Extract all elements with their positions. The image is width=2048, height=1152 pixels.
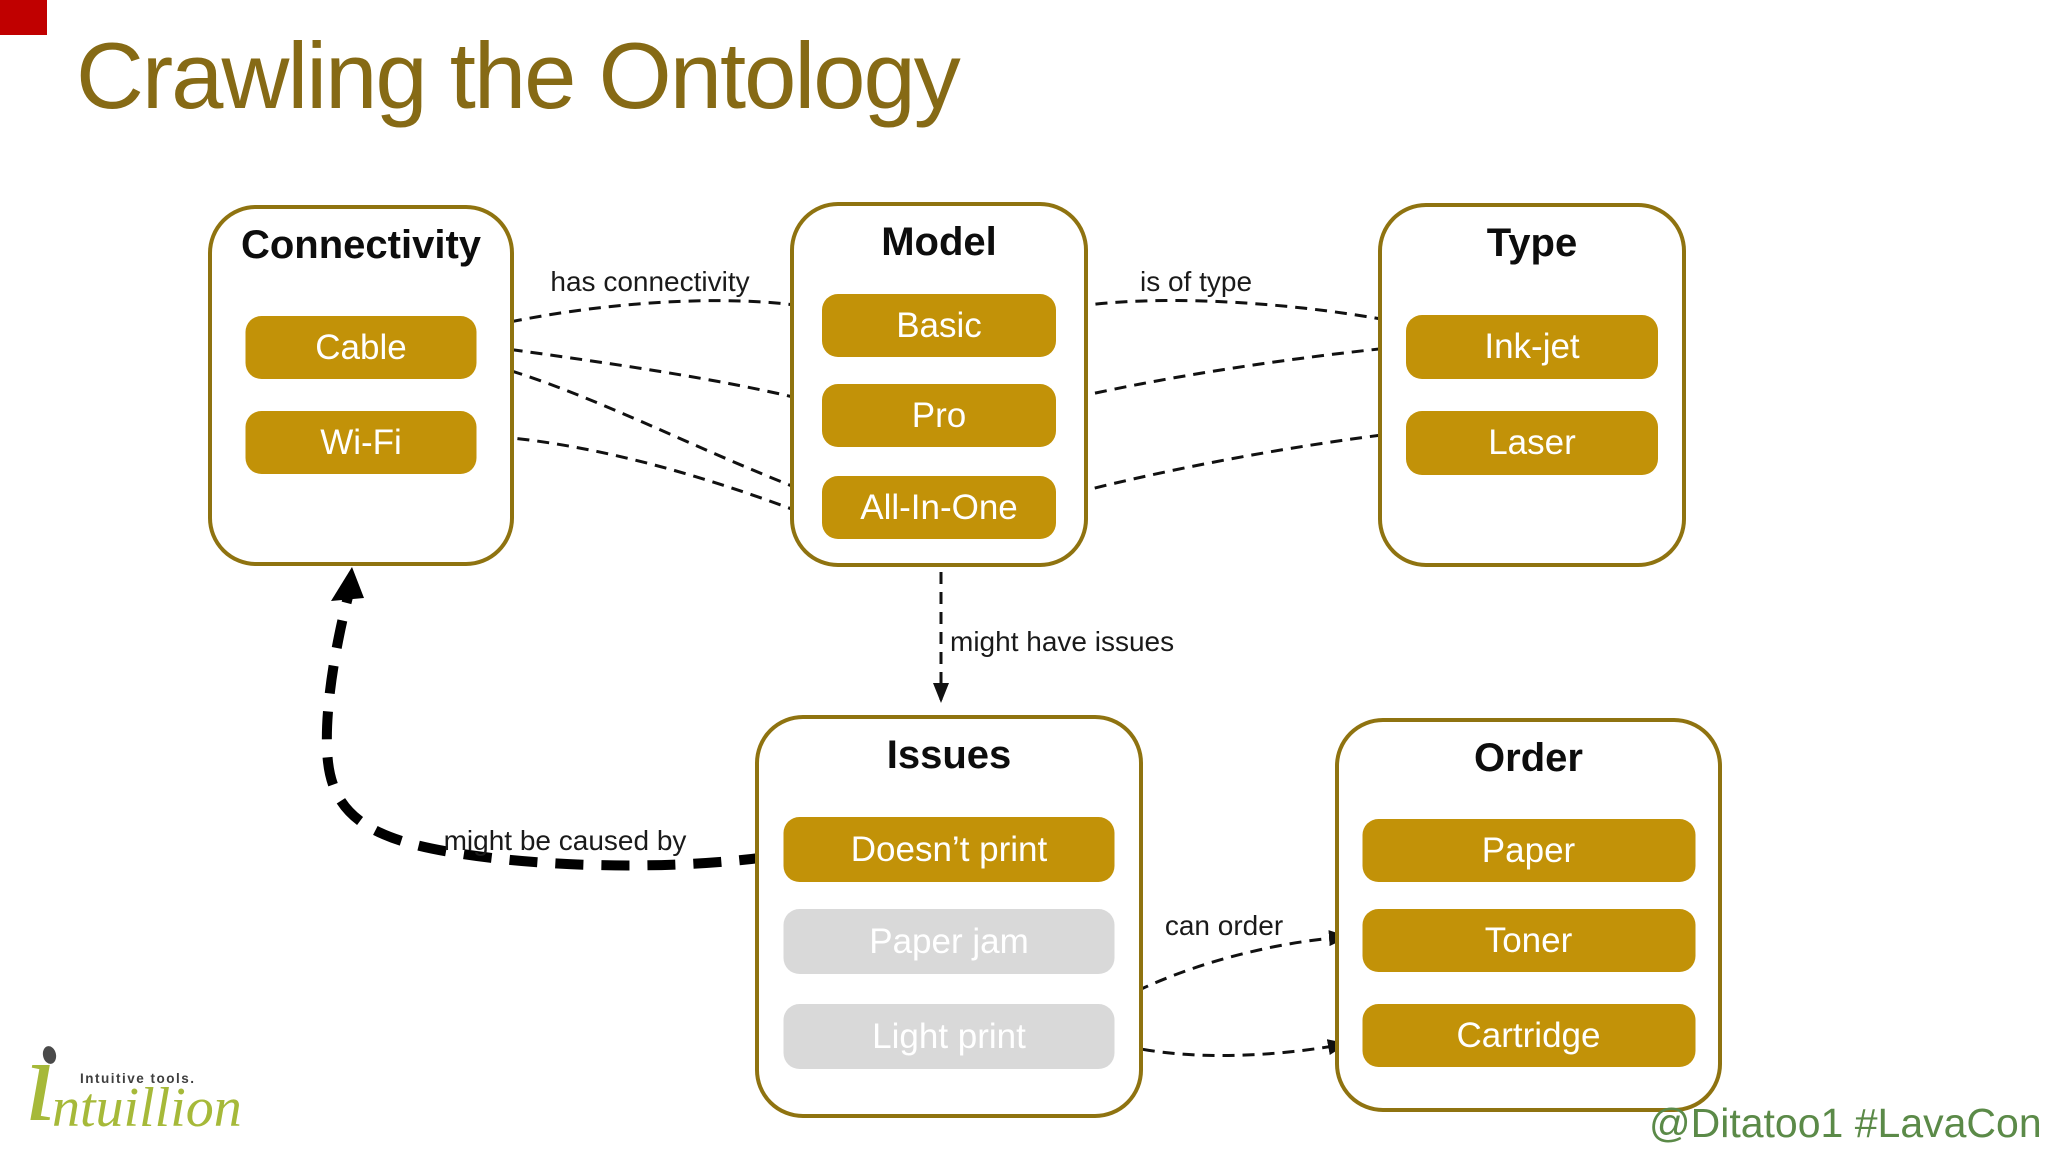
- group-issues: Issues Doesn’t print Paper jam Light pri…: [755, 715, 1143, 1118]
- node-wifi: Wi-Fi: [245, 411, 477, 474]
- logo-initial: ı: [24, 1013, 58, 1146]
- intuillion-logo: ı Intuitive tools. ntuillion: [24, 1020, 306, 1152]
- group-title-issues: Issues: [886, 733, 1012, 777]
- group-type: Type Ink-jet Laser: [1378, 203, 1686, 567]
- node-ink-jet: Ink-jet: [1406, 315, 1658, 379]
- edge-basic-cable: [483, 299, 821, 332]
- node-label: Cable: [315, 327, 407, 367]
- group-title-order: Order: [1474, 736, 1583, 780]
- node-label: Wi-Fi: [320, 422, 402, 462]
- logo-wordmark: ntuillion: [52, 1077, 242, 1139]
- node-light-print: Light print: [783, 1004, 1115, 1069]
- node-doesnt-print: Doesn’t print: [783, 817, 1115, 882]
- edge-allinone-laser: [1055, 427, 1401, 500]
- relation-label-is-of-type: is of type: [1139, 266, 1253, 297]
- node-label: Paper jam: [869, 921, 1029, 961]
- group-model: Model Basic Pro All-In-One: [790, 202, 1088, 567]
- social-handle: @Ditatoo1 #LavaCon: [1649, 1100, 2042, 1146]
- relation-label-might-have-issues: might have issues: [950, 626, 1175, 657]
- node-label: Ink-jet: [1484, 327, 1580, 366]
- node-toner: Toner: [1362, 909, 1695, 972]
- slide-title: Crawling the Ontology: [76, 23, 961, 128]
- group-connectivity: Connectivity Cable Wi-Fi: [208, 205, 514, 566]
- node-label: Light print: [872, 1016, 1026, 1056]
- node-paper: Paper: [1362, 819, 1695, 882]
- group-title-model: Model: [881, 220, 997, 264]
- corner-red-marker: [0, 0, 47, 35]
- group-order: Order Paper Toner Cartridge: [1335, 718, 1722, 1112]
- edge-pro-inkjet: [1055, 340, 1401, 404]
- node-all-in-one: All-In-One: [822, 476, 1056, 539]
- node-label: Doesn’t print: [850, 829, 1048, 869]
- node-label: Laser: [1488, 423, 1576, 462]
- edge-pro-cable: [483, 340, 819, 405]
- edge-allinone-cable: [485, 360, 819, 498]
- edge-allinone-wifi: [487, 429, 819, 521]
- node-basic: Basic: [822, 294, 1056, 357]
- thick-arrowhead: [331, 567, 364, 601]
- node-label: Paper: [1481, 830, 1576, 870]
- node-label: Cartridge: [1456, 1015, 1601, 1055]
- edge-basic-inkjet: [1055, 299, 1401, 327]
- node-cable: Cable: [245, 316, 477, 379]
- node-laser: Laser: [1406, 411, 1658, 475]
- node-label: Basic: [896, 305, 982, 345]
- node-pro: Pro: [822, 384, 1056, 447]
- relation-label-can-order: can order: [1164, 910, 1284, 941]
- logo-tagline: Intuitive tools.: [80, 1071, 196, 1086]
- relation-label-has-connectivity: has connectivity: [550, 266, 750, 297]
- group-title-type: Type: [1486, 221, 1578, 265]
- relation-label-might-be-caused-by: might be caused by: [443, 825, 687, 856]
- group-title-connectivity: Connectivity: [240, 223, 482, 267]
- node-label: Toner: [1484, 920, 1573, 960]
- node-label: All-In-One: [860, 487, 1018, 527]
- node-paper-jam: Paper jam: [783, 909, 1115, 974]
- node-label: Pro: [911, 395, 967, 435]
- node-cartridge: Cartridge: [1362, 1004, 1695, 1067]
